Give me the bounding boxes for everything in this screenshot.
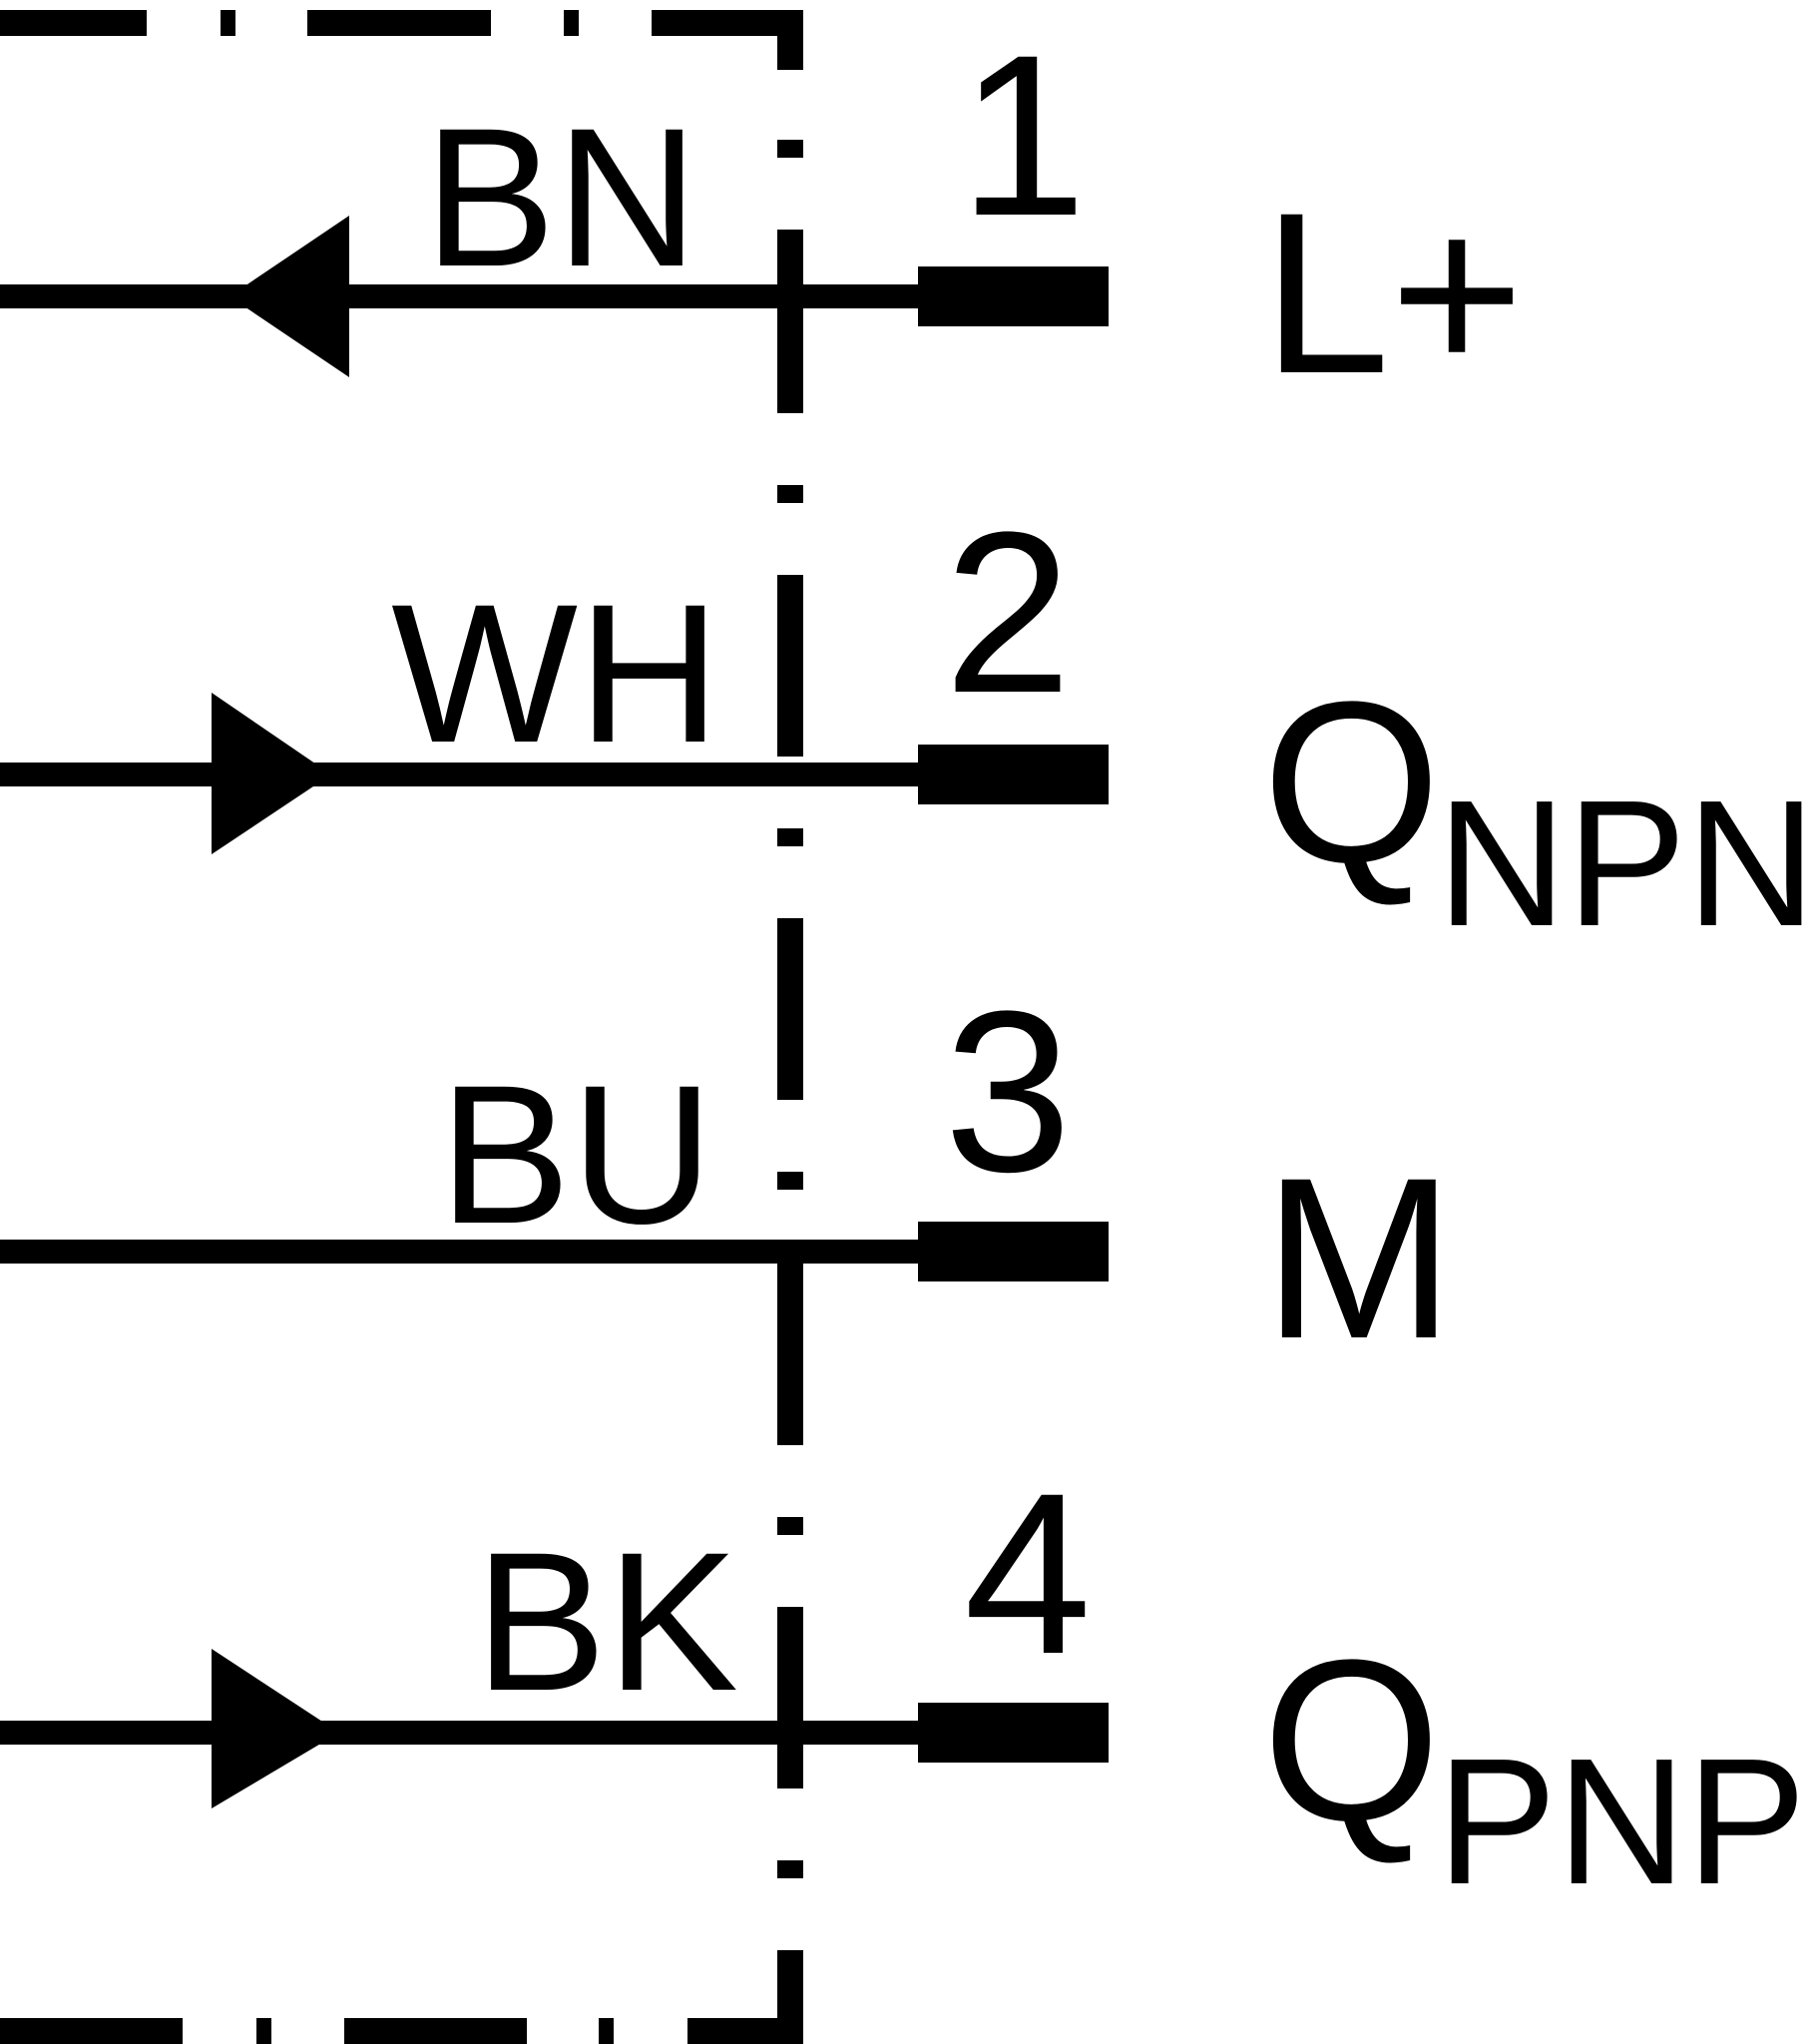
wire-line — [0, 763, 918, 786]
arrow-right-icon — [212, 1649, 339, 1808]
signal-label: Q — [1262, 654, 1441, 910]
pin-number: 2 — [944, 484, 1072, 741]
pin-row-4: BK 4 Q PNP — [0, 1445, 1806, 1922]
signal-label: Q — [1262, 1612, 1441, 1868]
wire-line — [0, 284, 918, 308]
wire-color-label: BN — [424, 87, 698, 307]
pin-row-1: BN 1 L+ — [0, 7, 1524, 421]
signal-label: L+ — [1262, 165, 1524, 421]
wire-line — [0, 1240, 918, 1264]
pin-row-2: WH 2 Q NPN — [0, 484, 1816, 964]
terminal-bar — [918, 266, 1109, 326]
housing-boundary — [0, 10, 803, 2044]
signal-label: M — [1263, 1130, 1455, 1386]
terminal-bar — [918, 1222, 1109, 1281]
arrow-right-icon — [212, 693, 331, 854]
signal-suffix: + — [1390, 165, 1524, 421]
pin-number: 4 — [964, 1445, 1092, 1702]
pin-number: 3 — [944, 963, 1072, 1220]
pin-row-3: BU 3 M — [0, 963, 1455, 1386]
terminal-bar — [918, 1703, 1109, 1763]
signal-subscript: NPN — [1437, 764, 1816, 964]
arrow-left-icon — [229, 216, 349, 377]
wire-color-label: WH — [391, 563, 720, 783]
wire-line — [0, 1721, 918, 1745]
wire-color-label: BU — [439, 1044, 713, 1265]
pin-number: 1 — [959, 7, 1087, 263]
terminal-bar — [918, 745, 1109, 804]
wire-color-label: BK — [475, 1511, 738, 1732]
signal-subscript: PNP — [1437, 1722, 1806, 1922]
